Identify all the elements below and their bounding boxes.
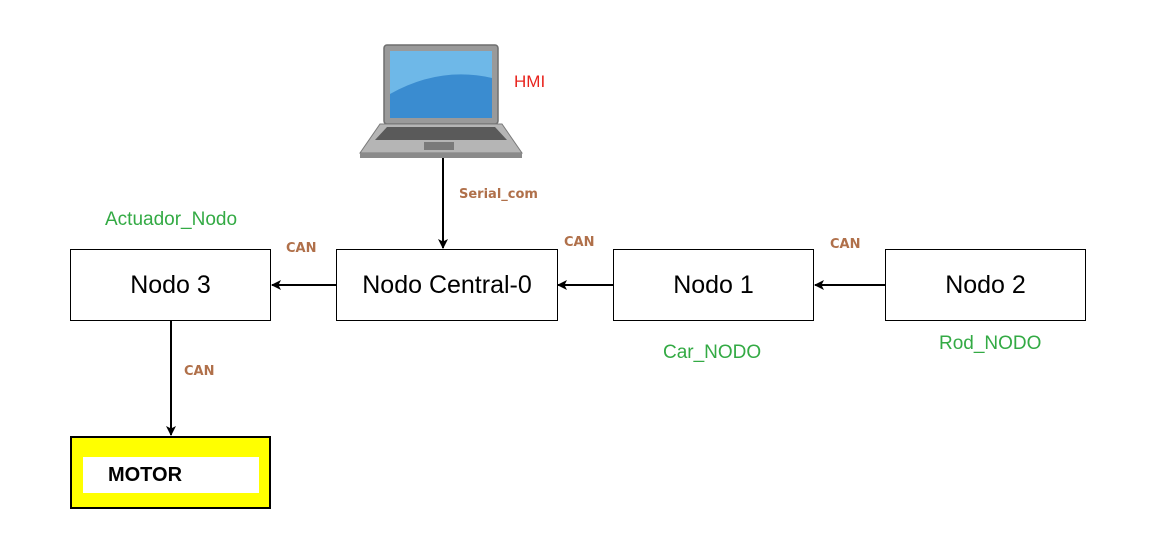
laptop-icon [359,44,523,158]
node-nodo-central-label: Nodo Central-0 [362,270,532,299]
can-label-nodo2-nodo1: CAN [830,237,861,252]
can-label-nodo3-motor: CAN [184,364,215,379]
can-label-central-nodo3: CAN [286,241,317,256]
node-nodo-1: Nodo 1 [613,249,814,321]
node-nodo-3-label: Nodo 3 [130,270,211,299]
hmi-label: HMI [514,72,546,91]
node-nodo-1-label: Nodo 1 [673,270,754,299]
node-nodo-2-label: Nodo 2 [945,270,1026,299]
node-motor-label-box: MOTOR [83,457,259,493]
node-nodo-3: Nodo 3 [70,249,271,321]
actuador-nodo-label: Actuador_Nodo [105,209,238,230]
serial-com-label: Serial_com [459,187,538,202]
node-nodo-central: Nodo Central-0 [336,249,558,321]
node-nodo-2: Nodo 2 [885,249,1086,321]
can-label-nodo1-central: CAN [564,235,595,250]
node-motor-label: MOTOR [107,463,183,486]
car-nodo-label: Car_NODO [663,342,762,363]
rod-nodo-label: Rod_NODO [939,333,1042,354]
